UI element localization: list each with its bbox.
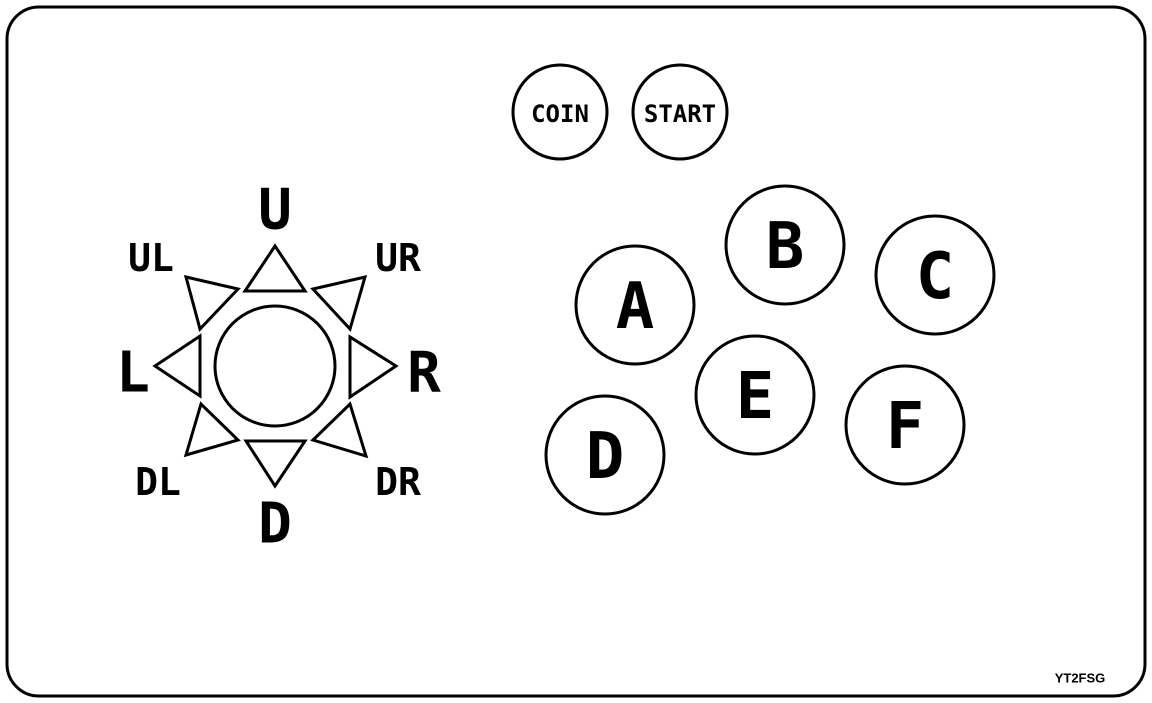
button-e[interactable]: E xyxy=(694,334,816,456)
start-label: START xyxy=(644,100,716,128)
button-a-label: A xyxy=(616,270,655,344)
arrow-down-icon xyxy=(243,439,308,489)
arrow-up-left-icon xyxy=(183,274,241,332)
label-down-right: DR xyxy=(375,460,421,504)
label-left: L xyxy=(116,341,150,406)
arrow-left-icon xyxy=(152,333,202,399)
button-f-label: F xyxy=(886,390,925,464)
button-d-label: D xyxy=(586,420,625,494)
label-up-right: UR xyxy=(375,236,421,280)
button-b[interactable]: B xyxy=(724,184,846,306)
arrow-up-icon xyxy=(242,243,308,293)
start-button[interactable]: START xyxy=(631,63,729,161)
arrow-down-left-icon xyxy=(183,401,241,458)
label-up-left: UL xyxy=(128,236,174,280)
coin-button[interactable]: COIN xyxy=(511,63,609,161)
label-down-left: DL xyxy=(135,460,181,504)
button-c-label: C xyxy=(916,240,955,314)
arrow-down-right-icon xyxy=(310,401,369,459)
panel-border xyxy=(5,5,1147,698)
label-down: D xyxy=(258,492,292,557)
button-a[interactable]: A xyxy=(574,244,696,366)
button-f[interactable]: F xyxy=(844,364,966,486)
label-up: U xyxy=(258,178,292,243)
button-b-label: B xyxy=(766,210,805,284)
arrow-right-icon xyxy=(348,334,399,400)
label-right: R xyxy=(407,341,441,406)
joystick[interactable]: U UL UR L R DL DR D xyxy=(116,178,441,557)
joystick-ball[interactable] xyxy=(213,304,337,428)
button-d[interactable]: D xyxy=(544,394,666,516)
button-e-label: E xyxy=(736,360,775,434)
button-c[interactable]: C xyxy=(874,214,996,336)
arrow-up-right-icon xyxy=(310,274,368,332)
coin-label: COIN xyxy=(531,100,589,128)
footer-label: YT2FSG xyxy=(1055,671,1106,686)
